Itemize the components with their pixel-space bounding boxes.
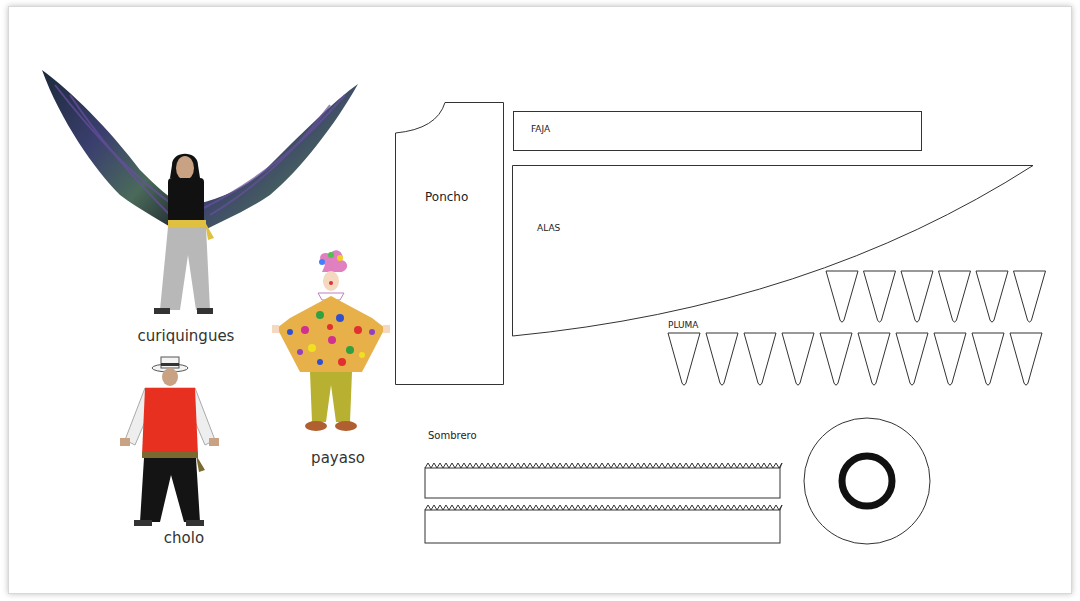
feather-piece (972, 333, 1004, 385)
figure-name: payaso (311, 449, 365, 467)
piece-outline (395, 102, 504, 385)
feather-piece (1014, 271, 1046, 322)
left-wing (42, 70, 185, 235)
feather-piece (668, 333, 700, 385)
piece-label: ALAS (537, 223, 1040, 233)
clown-face (323, 271, 339, 291)
feather-piece (858, 333, 890, 385)
figure-name: curiquingues (138, 327, 235, 345)
vest (142, 388, 198, 455)
sash-piece: FAJA (513, 111, 922, 151)
feather-piece (939, 271, 971, 322)
poncho-dots (287, 311, 375, 366)
zigzag-edge (425, 505, 782, 510)
right-wing (190, 84, 358, 235)
feather-piece (934, 333, 966, 385)
trousers (160, 227, 210, 310)
wing-piece: ALAS (512, 165, 1040, 337)
feather-piece (1010, 333, 1042, 385)
piece-label: FAJA (531, 124, 921, 134)
feather-piece (864, 271, 896, 322)
cholo-trousers (140, 458, 200, 522)
feather-piece (901, 271, 933, 322)
zigzag-edge (425, 463, 782, 468)
sash (168, 220, 206, 227)
clown-trousers (310, 372, 352, 422)
hat-crown-ring (842, 456, 892, 506)
feather-piece (820, 333, 852, 385)
piece-name: PLUMA (668, 320, 699, 330)
feather-piece (976, 271, 1008, 322)
clown-poncho (277, 296, 385, 372)
torso (168, 178, 204, 226)
hat-brim (804, 418, 930, 544)
poncho-piece: Poncho (395, 102, 510, 385)
piece-name: Sombrero (428, 430, 477, 441)
feather-piece (706, 333, 738, 385)
piece-label: Poncho (425, 190, 510, 204)
feather-piece (826, 271, 858, 322)
feather-piece (744, 333, 776, 385)
feather-piece (896, 333, 928, 385)
feather-piece (782, 333, 814, 385)
figure-name: cholo (164, 529, 204, 547)
piece-outline (512, 165, 1034, 337)
face (176, 156, 194, 180)
